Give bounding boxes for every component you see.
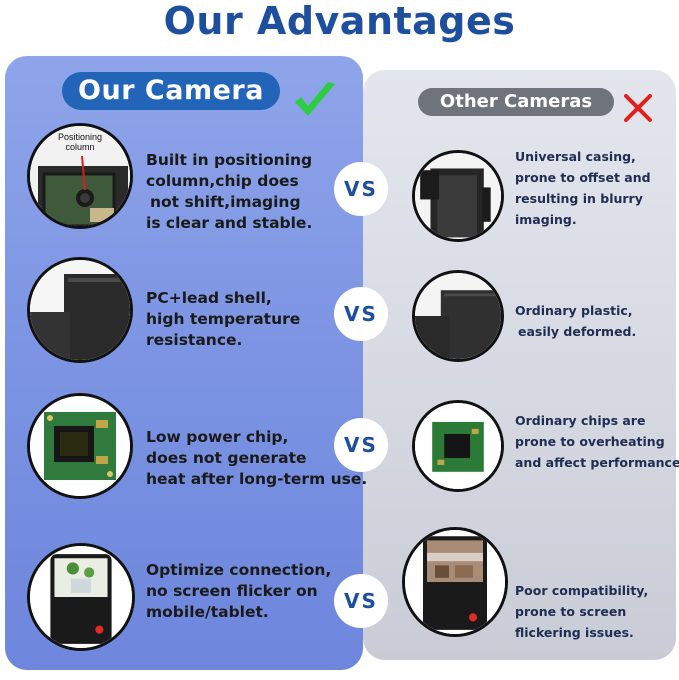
vs-badge-3: VS	[334, 418, 388, 472]
our-row-1-text: Built in positioning column,chip does no…	[146, 151, 313, 232]
our-row-3-text: Low power chip, does not generate heat a…	[146, 428, 368, 488]
page-title: Our Advantages	[163, 0, 516, 43]
vs-badge-1: VS	[334, 162, 388, 216]
other-row-2-text: Ordinary plastic, easily deformed.	[515, 303, 637, 339]
vs-badge-4: VS	[334, 574, 388, 628]
other-row-4-text: Poor compatibility, prone to screen flic…	[515, 583, 649, 640]
vs-badge-2: VS	[334, 287, 388, 341]
universal-casing-image	[412, 150, 504, 242]
ordinary-chip-image	[412, 400, 504, 492]
positioning-column-callout: Positioning column	[57, 132, 103, 152]
pc-lead-shell-image	[27, 257, 133, 363]
poor-compatibility-image	[402, 527, 508, 637]
other-cameras-label: Other Cameras	[418, 88, 614, 116]
our-camera-label: Our Camera	[62, 72, 280, 110]
our-row-2-text: PC+lead shell, high temperature resistan…	[146, 289, 301, 349]
mobile-connection-image	[27, 543, 135, 651]
other-row-1-text: Universal casing, prone to offset and re…	[515, 149, 651, 227]
check-icon	[295, 82, 335, 116]
other-row-3-text: Ordinary chips are prone to overheating …	[515, 413, 679, 470]
ordinary-plastic-image	[412, 270, 504, 362]
cross-icon	[624, 94, 652, 122]
positioning-column-image: Positioning column	[27, 123, 133, 229]
our-row-4-text: Optimize connection, no screen flicker o…	[146, 561, 332, 621]
low-power-chip-image	[27, 393, 133, 499]
